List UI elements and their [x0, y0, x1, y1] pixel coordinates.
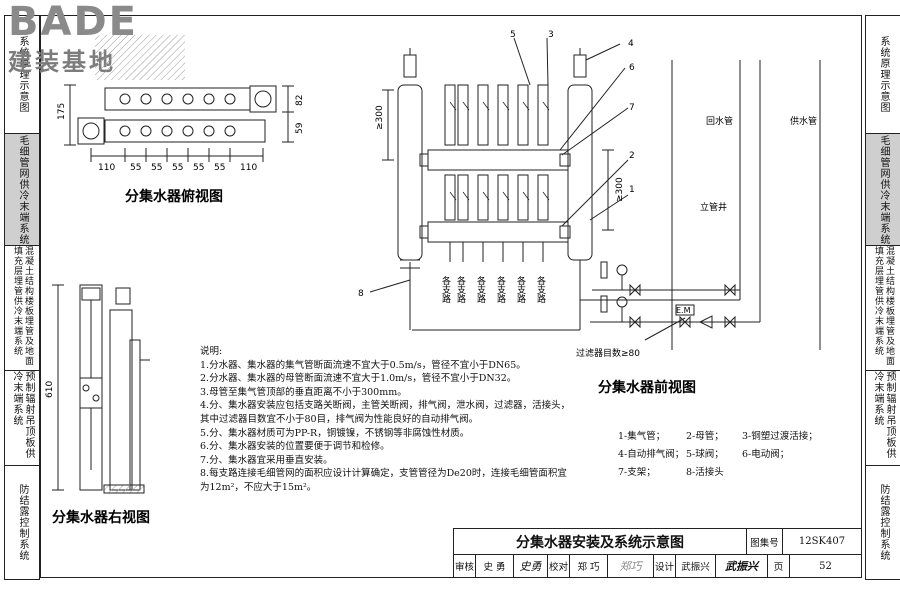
top-dim-6: 55: [214, 163, 225, 173]
callout-1: 1: [629, 185, 635, 195]
reviewer-signature: 史勇: [514, 555, 548, 577]
top-view-title: 分集水器俯视图: [125, 188, 223, 205]
sidebar-left-item-principle[interactable]: 系统原理示意图: [5, 16, 39, 134]
riser-shaft-label: 立管井: [700, 201, 727, 213]
legend-5: 5-球阀；: [686, 449, 724, 460]
note-6: 6.分、集水器安装的位置要便于调节和检修。: [200, 441, 390, 453]
drawing-frame: [40, 15, 862, 578]
note-4: 4.分、集水器安装应包括支路关断阀，主管关断阀，排气阀，泄水阀，过滤器，活接头，: [200, 400, 571, 412]
callout-4: 4: [628, 39, 634, 49]
legend-7: 7-支架；: [618, 467, 656, 478]
supply-pipe-label: 供水管: [790, 115, 817, 127]
note-7: 7.分、集水器宜采用垂直安装。: [200, 454, 333, 466]
top-dim-3: 55: [151, 163, 162, 173]
note-8: 8.每支路连接毛细管网的面积应设计计算确定，支管管径为De20时，连接毛细管面积…: [200, 468, 567, 480]
atlas-label: 图集号: [747, 529, 783, 555]
front-view-title: 分集水器前视图: [598, 379, 696, 396]
title-block: 分集水器安装及系统示意图 图集号 12SK407 审核 史 勇 史勇 校对 郑 …: [453, 528, 862, 578]
sidebar-left-item-concrete[interactable]: 混凝土结构楼板埋管及地面填充层埋管供冷末端系统: [5, 246, 39, 371]
drawing-title: 分集水器安装及系统示意图: [454, 529, 747, 555]
front-dim-left: ≥300: [375, 105, 385, 130]
legend-8: 8-活接头: [686, 467, 724, 478]
legend-2: 2-母管；: [686, 431, 724, 442]
branch-label-1: 各支路: [440, 275, 451, 304]
top-dim-4: 55: [172, 163, 183, 173]
branch-label-5: 各支路: [515, 275, 526, 304]
note-1: 1.分水器、集水器的集气管断面流速不宜大于0.5m/s，管径不宜小于DN65。: [200, 359, 526, 371]
sidebar-left-item-condensation[interactable]: 防结露控制系统: [17, 484, 28, 561]
sidebar-right-item-capillary[interactable]: 毛细管网供冷末端系统: [866, 134, 900, 246]
reviewer-name: 史 勇: [476, 555, 514, 577]
filter-note: 过滤器目数≥80: [576, 347, 640, 359]
notes-block: 说明: 1.分水器、集水器的集气管断面流速不宜大于0.5m/s，管径不宜小于DN…: [200, 345, 570, 495]
atlas-number: 12SK407: [783, 529, 861, 555]
callout-2: 2: [629, 151, 635, 161]
sidebar-right-item-ceiling[interactable]: 预制辐射吊顶板供冷末端系统: [866, 371, 900, 466]
checker-name: 郑 巧: [570, 555, 608, 577]
top-dim-right-1: 82: [295, 95, 305, 106]
parts-legend: 1-集气管； 2-母管； 3-铜塑过渡活接； 4-自动排气阀；5-球阀； 6-电动阀；…: [618, 428, 818, 482]
sidebar-right-item-principle[interactable]: 系统原理示意图: [866, 16, 900, 134]
note-8-cont: 为12m²，不应大于15m²。: [200, 481, 317, 493]
notes-heading: 说明:: [200, 346, 223, 357]
callout-3: 3: [548, 30, 554, 40]
top-dim-7: 110: [240, 163, 257, 173]
top-dim-left: 175: [57, 103, 67, 120]
checker-signature: 郑巧: [608, 555, 654, 577]
top-dim-1: 110: [98, 163, 115, 173]
note-3: 3.母管至集气管顶部的垂直距离不小于300mm。: [200, 386, 407, 398]
top-dim-5: 55: [193, 163, 204, 173]
branch-label-3: 各支路: [475, 275, 486, 304]
callout-6: 6: [629, 63, 635, 73]
left-section-sidebar: 系统原理示意图 毛细管网供冷末端系统 混凝土结构楼板埋管及地面填充层埋管供冷末端…: [4, 15, 40, 580]
top-dim-2: 55: [130, 163, 141, 173]
sidebar-left-item-ceiling[interactable]: 预制辐射吊顶板供冷末端系统: [5, 371, 39, 466]
side-view-title: 分集水器右视图: [52, 509, 150, 526]
page-number: 52: [819, 560, 832, 572]
return-pipe-label: 回水管: [706, 115, 733, 127]
side-dim-height: 610: [45, 381, 55, 398]
note-4-cont: 其中过滤器目数宜不小于80目，排气阀为性能良好的自动排气阀。: [200, 413, 479, 425]
sidebar-right-item-condensation[interactable]: 防结露控制系统: [878, 484, 889, 561]
branch-label-6: 各支路: [535, 275, 546, 304]
front-view-drawing: [369, 37, 821, 350]
page-label: 页: [768, 555, 790, 577]
note-5: 5.分、集水器材质可为PP-R，铜镀镍，不锈钢等非腐蚀性材质。: [200, 427, 470, 439]
legend-3: 3-铜塑过渡活接；: [742, 431, 818, 442]
sidebar-left-item-capillary[interactable]: 毛细管网供冷末端系统: [5, 134, 39, 246]
callout-7: 7: [629, 103, 635, 113]
design-label: 设计: [654, 555, 676, 577]
legend-6: 6-电动阀；: [742, 449, 790, 460]
callout-8: 8: [358, 289, 364, 299]
branch-labels: 各支路 各支路 各支路 各支路 各支路 各支路: [440, 275, 546, 304]
designer-name: 武振兴: [676, 555, 716, 577]
legend-4: 4-自动排气阀；: [618, 449, 685, 460]
top-view-drawing: [64, 35, 294, 162]
check-label: 校对: [548, 555, 570, 577]
side-view-drawing: [52, 284, 150, 494]
callout-5: 5: [510, 30, 516, 40]
designer-signature: 武振兴: [716, 555, 768, 577]
branch-label-2: 各支路: [455, 275, 466, 304]
review-label: 审核: [454, 555, 476, 577]
sidebar-right-item-concrete[interactable]: 混凝土结构楼板埋管及地面填充层埋管供冷末端系统: [866, 246, 900, 371]
top-dim-right-2: 59: [295, 122, 305, 134]
right-section-sidebar: 系统原理示意图 毛细管网供冷末端系统 混凝土结构楼板埋管及地面填充层埋管供冷末端…: [865, 15, 900, 580]
legend-1: 1-集气管；: [618, 431, 666, 442]
front-dim-right: ≥300: [615, 177, 625, 202]
branch-label-4: 各支路: [495, 275, 506, 304]
motor-valve-label: E.M: [676, 306, 691, 315]
note-2: 2.分水器、集水器的母管断面流速不宜大于1.0m/s，管径不宜小于DN32。: [200, 373, 517, 385]
